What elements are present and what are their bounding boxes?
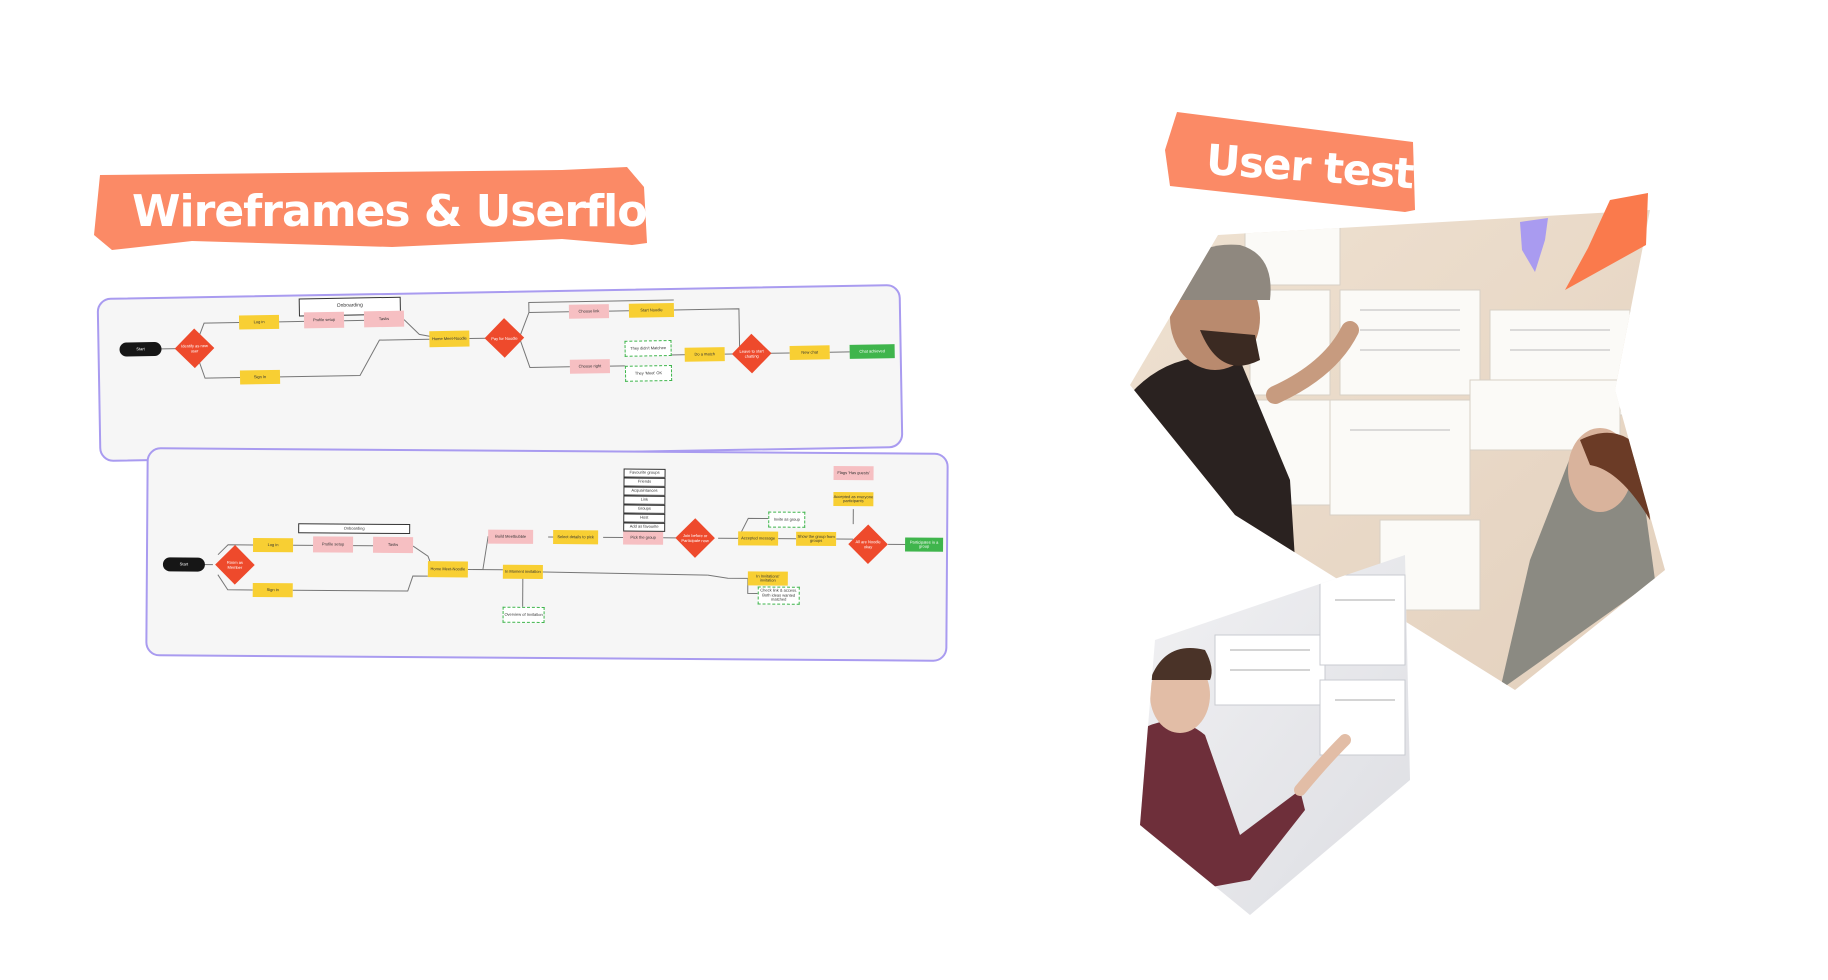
purple-leaf-shape [1520, 218, 1548, 272]
wireframes-tag [94, 167, 647, 250]
userflow-board-2: Onboarding Start Room as Member Log in P… [145, 447, 949, 662]
userflow-board-1: Onboarding Start Identify as new user Lo… [96, 283, 904, 463]
user-test-tag [1165, 112, 1415, 212]
photo-user-test-2 [1140, 555, 1410, 915]
orange-leaf-shape [1565, 193, 1648, 290]
wireframes-title: Wireframes & Userflow [132, 186, 687, 237]
flow1-connectors [154, 299, 850, 379]
